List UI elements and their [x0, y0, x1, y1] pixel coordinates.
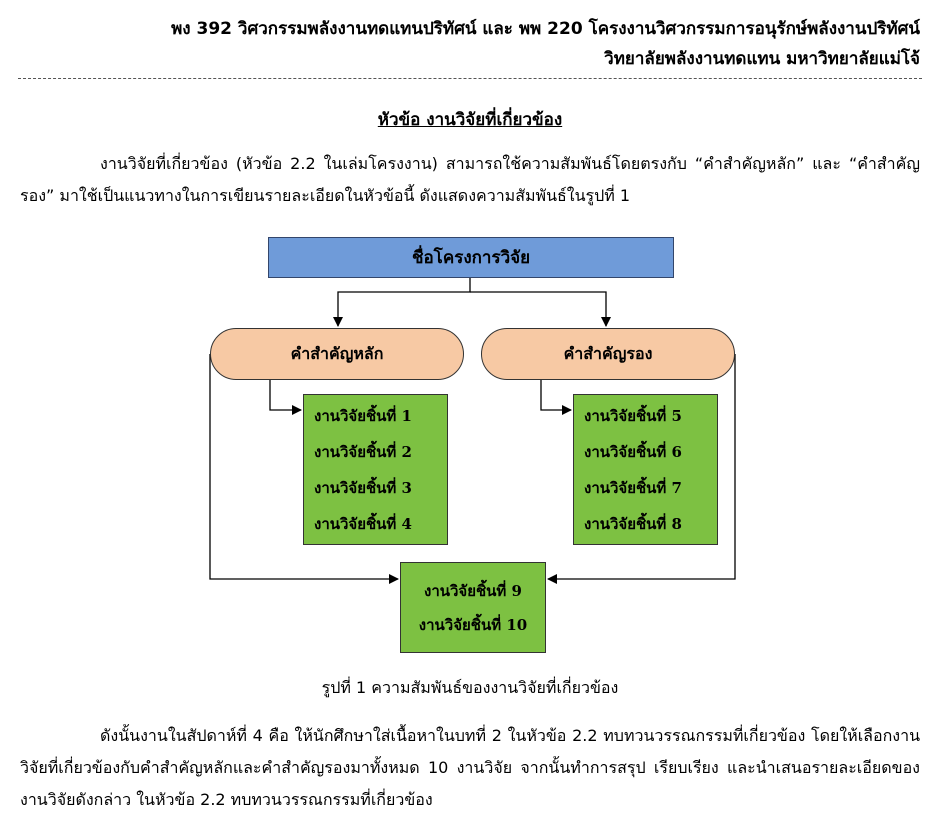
research-item: งานวิจัยชิ้นที่ 2 [314, 442, 412, 461]
secondary-keyword-box: คำสำคัญรอง [481, 328, 735, 380]
research-item: งานวิจัยชิ้นที่ 1 [314, 406, 412, 425]
closing-paragraph: ดังนั้นงานในสัปดาห์ที่ 4 คือ ให้นักศึกษา… [20, 720, 920, 816]
research-item: งานวิจัยชิ้นที่ 7 [584, 478, 682, 497]
project-name-box: ชื่อโครงการวิจัย [268, 237, 674, 278]
arrow-secondary-keyword-to-group [540, 380, 572, 415]
arrow-project-to-secondary-keyword [470, 291, 611, 327]
research-item: งานวิจัยชิ้นที่ 4 [314, 514, 412, 533]
research-item: งานวิจัยชิ้นที่ 3 [314, 478, 412, 497]
research-group-shared: งานวิจัยชิ้นที่ 9 งานวิจัยชิ้นที่ 10 [400, 562, 546, 653]
research-item: งานวิจัยชิ้นที่ 10 [418, 615, 528, 634]
header-course-line: พง 392 วิศวกรรมพลังงานทดแทนปริทัศน์ และ … [171, 19, 920, 39]
intro-paragraph: งานวิจัยที่เกี่ยวข้อง (หัวข้อ 2.2 ในเล่ม… [20, 148, 920, 212]
arrow-main-keyword-to-shared-group [209, 354, 399, 584]
research-item: งานวิจัยชิ้นที่ 6 [584, 442, 682, 461]
intro-paragraph-text: งานวิจัยที่เกี่ยวข้อง (หัวข้อ 2.2 ในเล่ม… [20, 154, 920, 205]
arrow-project-to-main-keyword [333, 278, 471, 327]
arrow-main-keyword-to-group [269, 380, 302, 415]
section-title: หัวข้อ งานวิจัยที่เกี่ยวข้อง [377, 110, 563, 130]
figure-caption: รูปที่ 1 ความสัมพันธ์ของงานวิจัยที่เกี่ย… [321, 678, 619, 697]
research-group-secondary: งานวิจัยชิ้นที่ 5 งานวิจัยชิ้นที่ 6 งานว… [573, 394, 718, 545]
closing-paragraph-text: ดังนั้นงานในสัปดาห์ที่ 4 คือ ให้นักศึกษา… [20, 726, 920, 809]
arrow-secondary-keyword-to-shared-group [547, 354, 736, 584]
main-keyword-box: คำสำคัญหลัก [210, 328, 464, 380]
document-header: พง 392 วิศวกรรมพลังงานทดแทนปริทัศน์ และ … [20, 14, 920, 74]
research-item: งานวิจัยชิ้นที่ 5 [584, 406, 682, 425]
header-college-line: วิทยาลัยพลังงานทดแทน มหาวิทยาลัยแม่โจ้ [604, 49, 920, 69]
research-item: งานวิจัยชิ้นที่ 8 [584, 514, 682, 533]
research-group-main: งานวิจัยชิ้นที่ 1 งานวิจัยชิ้นที่ 2 งานว… [303, 394, 448, 545]
header-divider [18, 78, 922, 79]
research-item: งานวิจัยชิ้นที่ 9 [424, 581, 522, 600]
